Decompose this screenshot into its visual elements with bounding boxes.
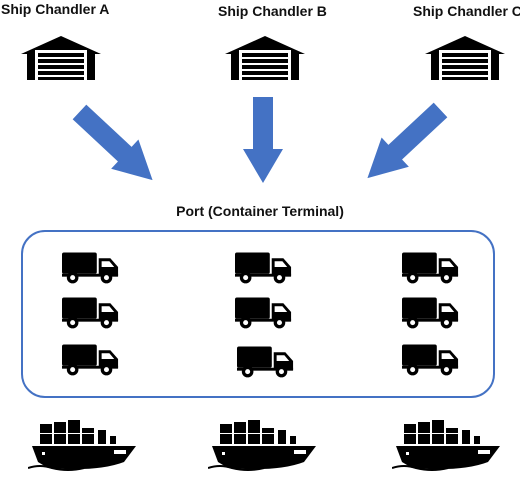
- port-title: Port (Container Terminal): [176, 203, 344, 219]
- warehouse-icon: [21, 36, 101, 80]
- warehouse-icon: [425, 36, 505, 80]
- container-ship-icon: [28, 416, 138, 472]
- chandler-c-label: Ship Chandler C: [413, 3, 520, 19]
- container-ship-icon: [208, 416, 318, 472]
- warehouse-icon: [225, 36, 305, 80]
- truck-icon: [237, 344, 295, 378]
- truck-icon: [62, 295, 120, 329]
- truck-icon: [62, 342, 120, 376]
- truck-icon: [235, 295, 293, 329]
- truck-icon: [235, 250, 293, 284]
- container-ship-icon: [392, 416, 502, 472]
- chandler-b-label: Ship Chandler B: [218, 3, 327, 19]
- truck-icon: [402, 342, 460, 376]
- chandler-a-label: Ship Chandler A: [1, 1, 110, 17]
- arrow-icon: [354, 95, 454, 192]
- port-container-terminal: [21, 230, 495, 398]
- arrow-icon: [243, 97, 283, 183]
- truck-icon: [402, 250, 460, 284]
- truck-icon: [402, 295, 460, 329]
- truck-icon: [62, 250, 120, 284]
- arrow-icon: [66, 97, 166, 194]
